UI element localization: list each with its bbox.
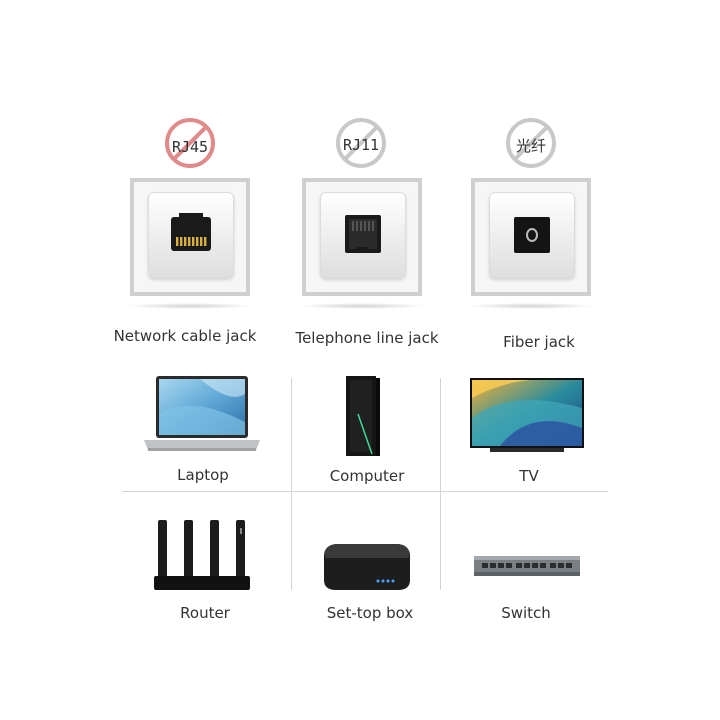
- device-label: Switch: [501, 604, 551, 622]
- prohibited-icon: [165, 118, 215, 168]
- grid-divider: [440, 378, 441, 590]
- rj11-jack-icon: [320, 192, 406, 278]
- device-label: TV: [519, 467, 539, 485]
- jack-badge-text: RJ45: [171, 138, 209, 156]
- prohibited-icon: [506, 118, 556, 168]
- jack-frame: [130, 178, 250, 296]
- device-label: Computer: [329, 467, 405, 485]
- grid-divider: [291, 378, 292, 590]
- set-top-box-icon: [324, 544, 410, 590]
- jack-label: Fiber jack: [503, 333, 575, 351]
- grid-divider: [122, 491, 608, 492]
- computer-tower-icon: [346, 376, 380, 456]
- laptop-icon: [144, 376, 260, 451]
- router-icon: [154, 520, 250, 590]
- device-label: Router: [180, 604, 230, 622]
- fiber-jack-icon: [489, 192, 575, 278]
- rj45-jack-icon: [148, 192, 234, 278]
- jack-label: Network cable jack: [113, 327, 257, 345]
- jack-frame: [302, 178, 422, 296]
- device-label: Laptop: [177, 466, 229, 484]
- jack-frame: [471, 178, 591, 296]
- network-switch-icon: [474, 556, 580, 576]
- prohibited-icon: [336, 118, 386, 168]
- jack-badge-text: RJ11: [342, 136, 380, 154]
- tv-icon: [470, 378, 584, 452]
- jack-badge-text: 光纤: [515, 137, 546, 155]
- device-label: Set-top box: [326, 604, 414, 622]
- jack-label: Telephone line jack: [295, 329, 439, 347]
